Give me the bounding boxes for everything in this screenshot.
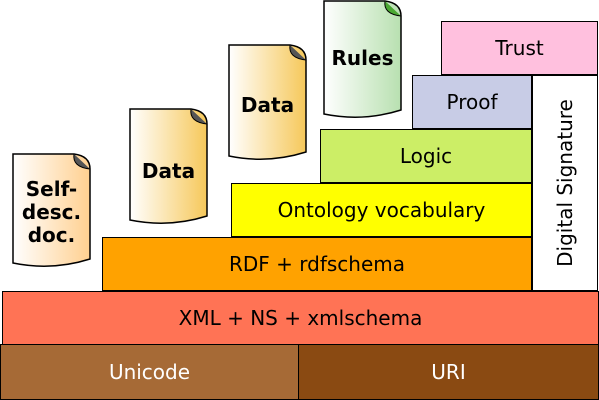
trust-layer: Trust: [441, 21, 598, 75]
data-doc-icon-2: Data: [228, 44, 307, 164]
rules-doc-icon: Rules: [323, 0, 402, 122]
rules-doc-label: Rules: [331, 46, 394, 70]
trust-label: Trust: [495, 36, 544, 60]
uri-label: URI: [431, 360, 466, 384]
rdf-label: RDF + rdfschema: [228, 252, 405, 276]
self-desc-doc-label: Self- desc. doc.: [21, 177, 82, 247]
proof-label: Proof: [446, 90, 498, 114]
unicode-label: Unicode: [108, 360, 191, 384]
rdf-layer: RDF + rdfschema: [102, 237, 532, 291]
self-desc-doc-icon: Self- desc. doc.: [12, 153, 91, 271]
xml-label: XML + NS + xmlschema: [178, 306, 423, 330]
proof-layer: Proof: [412, 75, 532, 129]
data-doc-label-2: Data: [240, 93, 295, 117]
ontology-layer: Ontology vocabulary: [231, 183, 532, 237]
digital-signature-label: Digital Signature: [553, 99, 577, 267]
data-doc-label: Data: [141, 159, 196, 183]
logic-label: Logic: [399, 144, 453, 168]
unicode-layer: Unicode: [0, 344, 299, 400]
ontology-label: Ontology vocabulary: [277, 198, 486, 222]
logic-layer: Logic: [320, 129, 532, 183]
data-doc-icon: Data: [129, 108, 208, 228]
digital-signature-layer: Digital Signature: [532, 75, 598, 291]
xml-layer: XML + NS + xmlschema: [2, 291, 599, 345]
uri-layer: URI: [298, 344, 599, 400]
